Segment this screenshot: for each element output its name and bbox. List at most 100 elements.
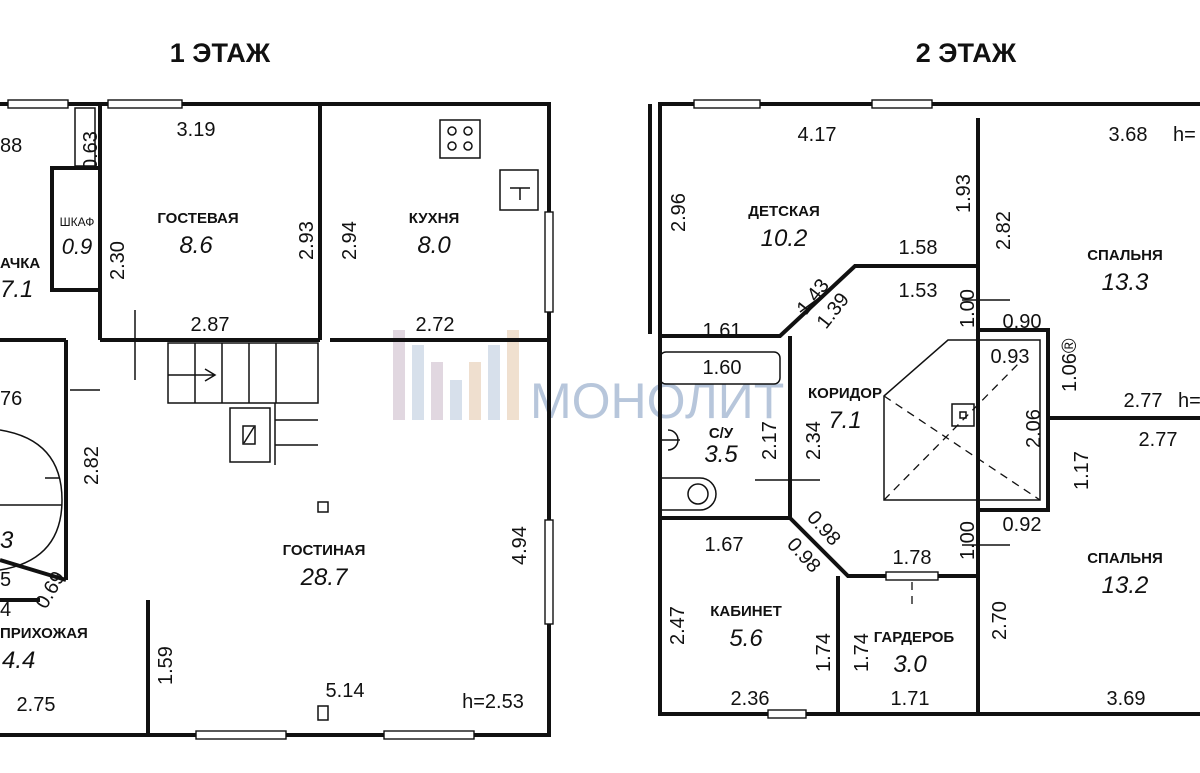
floor2-wall [660, 264, 978, 338]
room-name-spalnya1: СПАЛЬНЯ [1087, 247, 1163, 264]
room-area-cut: 3 [0, 527, 14, 554]
floor1-arc [0, 429, 63, 571]
floor2-window [693, 99, 761, 109]
dim-label: 1.06® [1059, 338, 1081, 392]
room-name-shkaf: ШКАФ [60, 215, 95, 229]
dim-label: 2.06 [1023, 409, 1045, 448]
dim-label: 3.69 [1107, 688, 1146, 710]
floor2-sink-icon [660, 429, 680, 451]
room-area-topochnaya: 7.1 [0, 276, 33, 303]
dim-label: 2.82 [993, 211, 1015, 250]
dim-label: 1.00 [957, 521, 979, 560]
dim-label: 2.17 [759, 421, 781, 460]
dim-label: 2.47 [667, 606, 689, 645]
floor2-wall [978, 328, 990, 512]
floor1-closet-box [50, 166, 102, 292]
dim-label: 0.98 [782, 534, 824, 578]
floor1-door-marks [70, 310, 136, 391]
dim-label: 2.77 [1139, 429, 1178, 451]
dim-label: 4.17 [798, 124, 837, 146]
floor1-window [544, 211, 554, 313]
dim-label: 1.17 [1071, 451, 1093, 490]
floor1-window [383, 730, 475, 740]
dim-label: 2.72 [416, 314, 455, 336]
dim-label: 2.96 [668, 193, 690, 232]
floor1-fireplace [229, 407, 271, 463]
floor1-window [544, 519, 554, 625]
room-name-koridor: КОРИДОР [808, 385, 882, 402]
floor2-height-top: h= [1173, 124, 1196, 146]
floor2-door-marks [755, 289, 1010, 546]
room-name-garderob: ГАРДЕРОБ [874, 629, 955, 646]
room-area-su: 3.5 [704, 441, 738, 468]
room-name-prikhozhaya: ПРИХОЖАЯ [0, 625, 88, 642]
room-name-gostevaya: ГОСТЕВАЯ [157, 210, 238, 227]
dim-label: 1.60 [703, 357, 742, 379]
room-name-spalnya2: СПАЛЬНЯ [1087, 550, 1163, 567]
floor2-window [871, 99, 933, 109]
room-area-kabinet: 5.6 [729, 625, 763, 652]
dim-label: 2.87 [191, 314, 230, 336]
dim-label: 2.94 [339, 221, 361, 260]
dim-label: 5 [0, 569, 11, 591]
room-name-kabinet: КАБИНЕТ [710, 603, 782, 620]
dim-label: 3.19 [177, 119, 216, 141]
floor1-plan: 1 ЭТАЖ [0, 38, 554, 740]
floor2-window [767, 709, 807, 719]
dim-label: 1.58 [899, 237, 938, 259]
dim-label: 88 [0, 135, 22, 157]
floor1-niche [74, 107, 96, 167]
room-area-detskaya: 10.2 [761, 225, 808, 252]
floor2-stairwell [883, 339, 1041, 501]
dim-label: 1.71 [891, 688, 930, 710]
dim-label: 2.77 [1124, 390, 1163, 412]
watermark-text: МОНОЛИТ [530, 373, 784, 429]
dim-label: 3.68 [1109, 124, 1148, 146]
dim-label: 5.14 [326, 680, 365, 702]
floor1-height: h=2.53 [462, 691, 524, 713]
room-name-kukhnya: КУХНЯ [409, 210, 459, 227]
floor2-bath-fixtures [659, 351, 781, 511]
dim-label: 2.30 [107, 241, 129, 280]
floor2-plan: 2 ЭТАЖ [648, 38, 1200, 719]
floor1-window [7, 99, 69, 109]
floor2-door [885, 571, 939, 581]
room-area-gostinaya: 28.7 [300, 564, 349, 591]
floor2-bathtub-icon [659, 351, 781, 385]
room-area-spalnya1: 13.3 [1102, 269, 1149, 296]
room-area-shkaf: 0.9 [62, 234, 93, 259]
dim-label: 1.67 [705, 534, 744, 556]
floor2-title: 2 ЭТАЖ [916, 38, 1017, 68]
dim-label: 1.74 [813, 633, 835, 672]
dim-label: 2.34 [803, 421, 825, 460]
dim-label: 4 [0, 599, 11, 621]
room-area-prikhozhaya: 4.4 [2, 647, 35, 674]
watermark-logo-icon [393, 330, 519, 420]
dim-label: 2.36 [731, 688, 770, 710]
room-area-spalnya2: 13.2 [1102, 572, 1149, 599]
room-area-koridor: 7.1 [828, 407, 861, 434]
dim-label: 1.61 [703, 320, 742, 342]
floor1-column [317, 705, 329, 721]
dim-label: 1.78 [893, 547, 932, 569]
floor1-column [317, 501, 329, 513]
floor2-height-mid: h= [1178, 390, 1200, 412]
room-name-su: С/У [709, 425, 734, 442]
room-name-topochnaya: АЧКА [0, 255, 40, 272]
room-name-detskaya: ДЕТСКАЯ [748, 203, 819, 220]
dim-label: 1.59 [155, 646, 177, 685]
room-area-kukhnya: 8.0 [417, 232, 451, 259]
floor2-toilet-icon [662, 477, 717, 511]
floor1-sink-icon [499, 169, 539, 211]
room-area-gostevaya: 8.6 [179, 232, 213, 259]
dim-label: 1.74 [851, 633, 873, 672]
floor1-title: 1 ЭТАЖ [170, 38, 271, 68]
floor1-window [107, 99, 183, 109]
dim-label: 76 [0, 388, 22, 410]
dim-label: 1.93 [953, 174, 975, 213]
room-area-garderob: 3.0 [893, 651, 927, 678]
room-name-gostinaya: ГОСТИНАЯ [283, 542, 366, 559]
floor2-wall [990, 328, 1200, 420]
floor1-wall [0, 558, 67, 582]
